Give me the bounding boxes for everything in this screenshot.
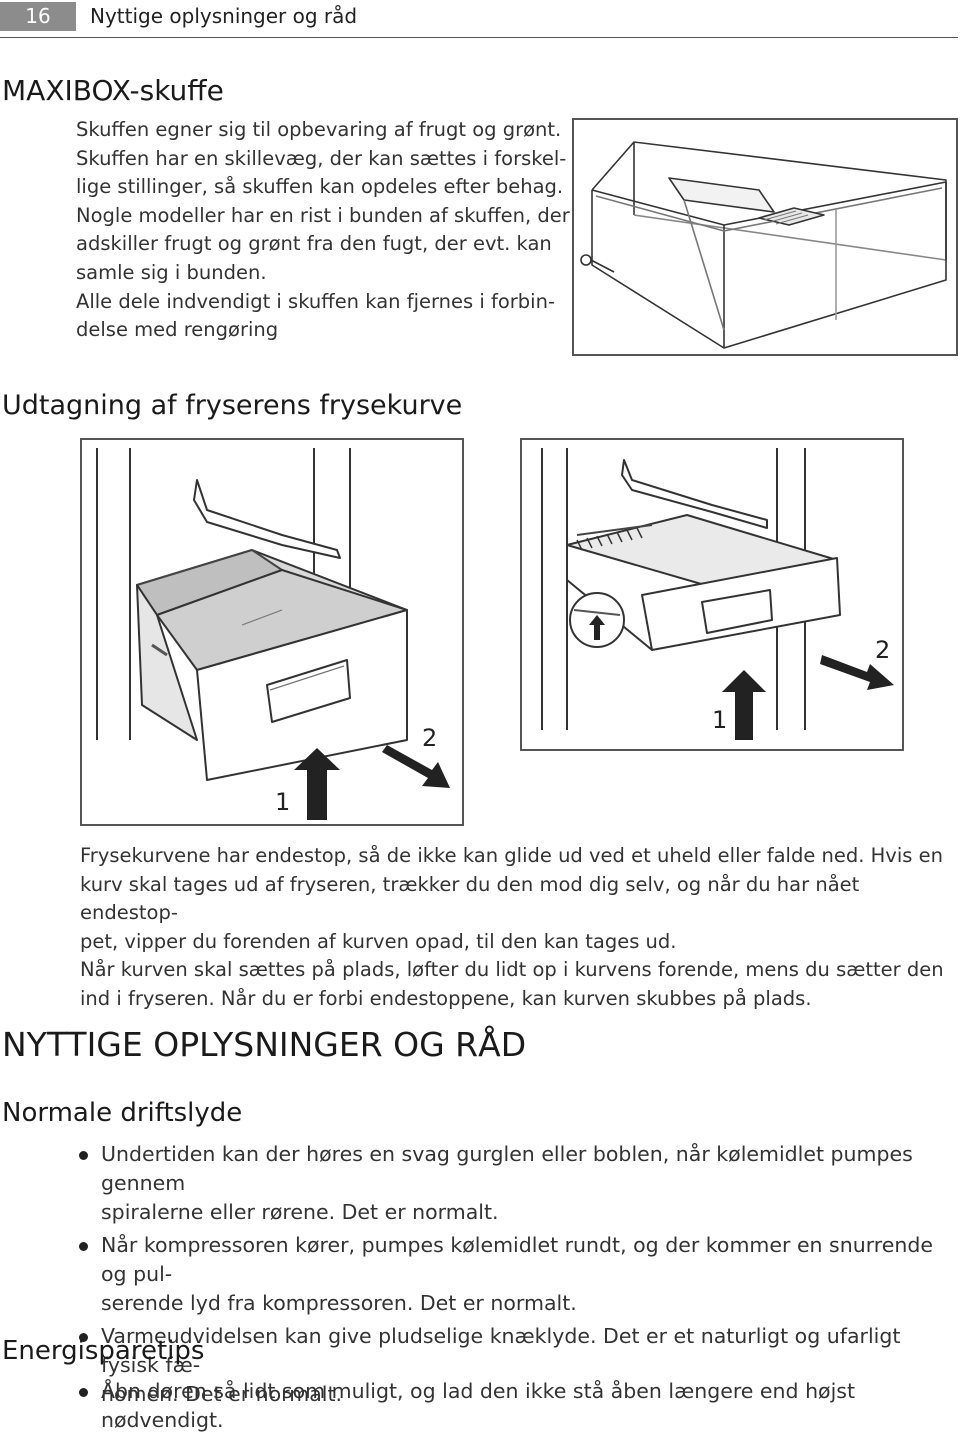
basket-line: ind i fryseren. Når du er forbi endestop…: [80, 986, 812, 1010]
basket-illustration-left: 1 2: [96, 448, 450, 820]
basket-illustration-right: 1 2: [541, 448, 894, 740]
running-header-title: Nyttige oplysninger og råd: [90, 4, 358, 28]
bullet-line: nomen. Det er normalt.: [101, 1382, 343, 1406]
basket-line: Frysekurvene har endestop, så de ikke ka…: [80, 844, 943, 867]
bullet-line: spiralerne eller rørene. Det er normalt.: [101, 1200, 499, 1224]
maxibox-line: lige stillinger, så skuffen kan opdeles …: [76, 175, 564, 199]
bullet-line: Varmeudvidelsen kan give pludselige knæk…: [101, 1324, 901, 1377]
bullet-line: Når kompressoren kører, pumpes kølemidle…: [101, 1233, 934, 1286]
maxibox-line: samle sig i bunden.: [76, 260, 267, 284]
basket-text: Frysekurvene har endestop, så de ikke ka…: [80, 842, 950, 1014]
maxibox-line: Alle dele indvendigt i skuffen kan fjern…: [76, 289, 555, 313]
basket-line: pet, vipper du forenden af kurven opad, …: [80, 929, 677, 953]
basket-line: kurv skal tages ud af fryseren, trækker …: [80, 872, 860, 925]
list-item: Varmeudvidelsen kan give pludselige knæk…: [76, 1322, 956, 1409]
bullet-line: Åbn døren så lidt som muligt, og lad den…: [101, 1379, 856, 1432]
energy-bullet-list: Åbn døren så lidt som muligt, og lad den…: [76, 1377, 956, 1439]
basket-figure-left: 1 2: [80, 438, 464, 826]
arrow-label-2: 2: [422, 724, 437, 752]
list-item: Åbn døren så lidt som muligt, og lad den…: [76, 1377, 956, 1435]
maxibox-heading: MAXIBOX-skuffe: [2, 74, 224, 107]
maxibox-line: delse med rengøring: [76, 318, 279, 342]
bullet-line: Undertiden kan der høres en svag gurglen…: [101, 1142, 913, 1195]
maxibox-line: Skuffen egner sig til opbevaring af frug…: [76, 118, 562, 141]
maxibox-text: Skuffen egner sig til opbevaring af frug…: [76, 116, 576, 345]
basket-heading: Udtagning af fryserens frysekurve: [2, 390, 463, 421]
arrow-label-2: 2: [875, 636, 890, 664]
energy-heading: Energisparetips: [2, 1336, 205, 1366]
arrow-label-1: 1: [712, 706, 727, 734]
maxibox-line: Skuffen har en skillevæg, der kan sættes…: [76, 146, 567, 170]
drawer-illustration: [580, 141, 947, 349]
list-item: Når kompressoren kører, pumpes kølemidle…: [76, 1231, 956, 1318]
noise-bullet-list: Undertiden kan der høres en svag gurglen…: [76, 1140, 956, 1413]
page-number: 16: [0, 2, 76, 31]
maxibox-line: Nogle modeller har en rist i bunden af s…: [76, 203, 570, 227]
noise-heading: Normale driftslyde: [2, 1098, 243, 1128]
maxibox-line: adskiller frugt og grønt fra den fugt, d…: [76, 232, 552, 256]
basket-figure-right: 1 2: [520, 438, 904, 751]
bullet-line: serende lyd fra kompressoren. Det er nor…: [101, 1291, 577, 1315]
maxibox-drawer-figure: [572, 118, 958, 356]
list-item: Undertiden kan der høres en svag gurglen…: [76, 1140, 956, 1227]
arrow-label-1: 1: [275, 788, 290, 816]
basket-line: Når kurven skal sættes på plads, løfter …: [80, 958, 944, 982]
section-heading: NYTTIGE OPLYSNINGER OG RÅD: [2, 1025, 527, 1064]
header-divider: [0, 37, 958, 38]
